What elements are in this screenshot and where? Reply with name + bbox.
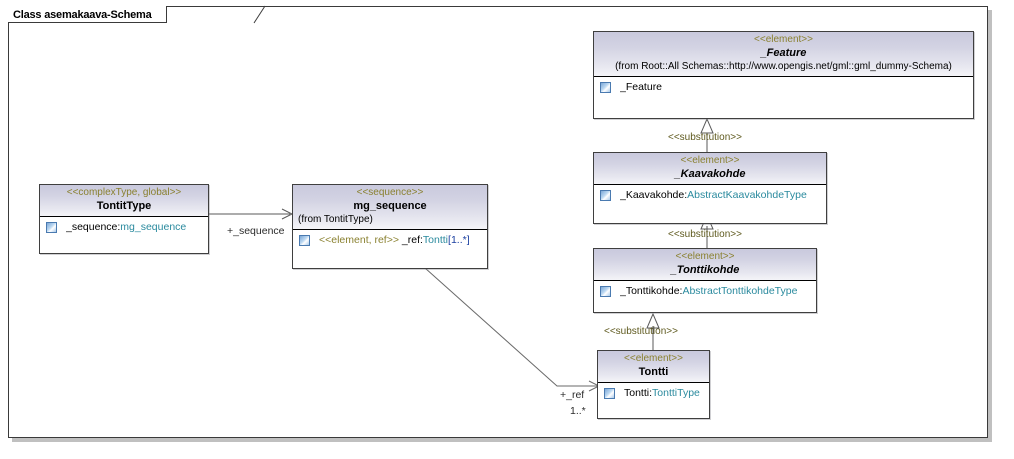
uml-node-kaavakohde-header: <<element>> _Kaavakohde [594,153,826,185]
edge-label-substitution-feature: <<substitution>> [668,132,742,143]
uml-node-feature-stereotype: <<element>> [754,34,813,45]
uml-node-tonttikohde-title: _Tonttikohde [670,264,740,276]
uml-attribute-label: <<element, ref>> _ref:Tontti[1..*] [319,233,470,247]
diagram-title-label: Class asemakaava-Schema [13,9,152,21]
uml-node-tontittype[interactable]: <<complexType, global>> TontitType _sequ… [39,184,209,254]
uml-node-feature-body: _Feature [594,77,973,98]
edge-label-substitution-tonttikohde: <<substitution>> [604,326,678,337]
uml-attribute-row[interactable]: _Tonttikohde:AbstractTonttikohdeType [598,284,812,298]
uml-node-tontti-title: Tontti [638,366,669,378]
uml-attribute-type: AbstractKaavakohdeType [687,189,807,201]
edge-label-substitution-kaavakohde: <<substitution>> [668,229,742,240]
uml-attribute-label: _sequence:mg_sequence [66,220,186,234]
uml-node-tonttikohde-header: <<element>> _Tonttikohde [594,249,816,281]
uml-attribute-multiplicity: [1..*] [448,234,470,246]
uml-node-feature-header: <<element>> _Feature (from Root::All Sch… [594,32,973,77]
edge-label-ref-role: +_ref [560,389,585,401]
uml-attribute-row[interactable]: Tontti:TonttiType [602,386,705,400]
uml-attribute-type: mg_sequence [120,221,187,233]
uml-node-kaavakohde[interactable]: <<element>> _Kaavakohde _Kaavakohde:Abst… [593,152,827,224]
attribute-square-icon [600,189,611,201]
uml-attribute-row[interactable]: _Kaavakohde:AbstractKaavakohdeType [598,188,822,202]
uml-attribute-row[interactable]: _Feature [598,80,969,94]
uml-node-tontti-body: Tontti:TonttiType [598,383,709,404]
attribute-square-icon [299,234,310,246]
uml-attribute-type: AbstractTonttikohdeType [682,285,798,297]
uml-attribute-name: _ref: [398,234,423,246]
uml-attribute-stereotype: <<element, ref>> [319,234,399,246]
uml-node-feature[interactable]: <<element>> _Feature (from Root::All Sch… [593,31,974,119]
uml-node-tontittype-stereotype: <<complexType, global>> [66,187,182,198]
uml-node-feature-title: _Feature [760,47,807,59]
uml-node-tontittype-title: TontitType [96,200,152,212]
uml-node-mg-sequence-header: <<sequence>> mg_sequence (from TontitTyp… [293,185,487,230]
edge-label-sequence-role: +_sequence [227,225,285,237]
attribute-square-icon [600,285,611,297]
uml-node-mg-sequence-from: (from TontitType) [298,214,373,225]
uml-node-kaavakohde-body: _Kaavakohde:AbstractKaavakohdeType [594,185,826,206]
uml-attribute-name: Tontti: [624,387,653,399]
uml-node-mg-sequence-body: <<element, ref>> _ref:Tontti[1..*] [293,230,487,251]
uml-attribute-label: _Feature [620,81,663,93]
uml-node-feature-from: (from Root::All Schemas::http://www.open… [615,61,952,72]
attribute-square-icon [604,387,615,399]
uml-node-tontittype-body: _sequence:mg_sequence [40,217,208,238]
attribute-square-icon [600,81,611,93]
uml-attribute-label: Tontti:TonttiType [624,386,700,400]
uml-attribute-row[interactable]: <<element, ref>> _ref:Tontti[1..*] [297,233,483,247]
uml-node-tonttikohde[interactable]: <<element>> _Tonttikohde _Tonttikohde:Ab… [593,248,817,313]
uml-attribute-name: _sequence: [66,221,121,233]
uml-node-tonttikohde-body: _Tonttikohde:AbstractTonttikohdeType [594,281,816,302]
uml-node-tontti[interactable]: <<element>> Tontti Tontti:TonttiType [597,350,710,419]
edge-label-ref-multiplicity: 1..* [570,405,586,417]
uml-node-kaavakohde-stereotype: <<element>> [680,155,740,166]
uml-attribute-label: _Kaavakohde:AbstractKaavakohdeType [620,188,807,202]
uml-attribute-label: _Tonttikohde:AbstractTonttikohdeType [620,284,797,298]
uml-node-mg-sequence[interactable]: <<sequence>> mg_sequence (from TontitTyp… [292,184,488,269]
uml-attribute-type: Tontti [422,234,449,246]
uml-node-mg-sequence-stereotype: <<sequence>> [356,187,424,198]
uml-attribute-name: _Kaavakohde: [620,189,688,201]
uml-node-tontti-header: <<element>> Tontti [598,351,709,383]
uml-attribute-type: TonttiType [652,387,700,399]
diagram-title-tab: Class asemakaava-Schema [8,6,167,23]
uml-node-tontittype-header: <<complexType, global>> TontitType [40,185,208,217]
uml-node-tonttikohde-stereotype: <<element>> [675,251,735,262]
uml-attribute-row[interactable]: _sequence:mg_sequence [44,220,204,234]
attribute-square-icon [46,221,57,233]
uml-node-tontti-stereotype: <<element>> [624,353,683,364]
uml-attribute-name: _Tonttikohde: [620,285,683,297]
uml-node-mg-sequence-title: mg_sequence [353,200,427,212]
uml-node-kaavakohde-title: _Kaavakohde [674,168,746,180]
